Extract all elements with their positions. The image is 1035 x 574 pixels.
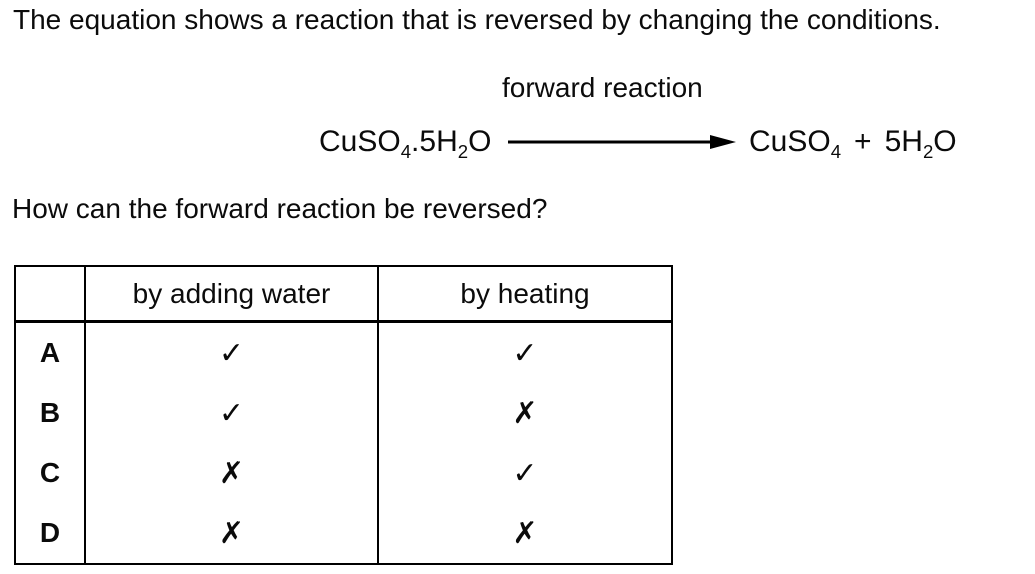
mark-cell: ✓ xyxy=(377,443,673,503)
question-intro-text: The equation shows a reaction that is re… xyxy=(13,4,941,35)
option-row-d: D ✗ ✗ xyxy=(14,503,673,564)
plus-sign: + xyxy=(854,125,872,158)
option-row-b: B ✓ ✗ xyxy=(14,383,673,443)
option-row-c: C ✗ ✓ xyxy=(14,443,673,503)
reactant-formula-part: .5H xyxy=(411,125,458,158)
reactant-formula-part: O xyxy=(468,125,492,158)
equation-products: CuSO4 +5H2O xyxy=(749,125,957,162)
mark-cell: ✓ xyxy=(84,321,379,383)
right-arrow-icon xyxy=(508,135,736,149)
option-label: B xyxy=(14,383,86,443)
mark-cell: ✗ xyxy=(377,383,673,443)
reactant-subscript: 4 xyxy=(400,141,412,162)
product-subscript: 4 xyxy=(830,141,842,162)
mark-cell: ✗ xyxy=(84,503,379,564)
table-header-row: by adding water by heating xyxy=(14,265,673,323)
product-formula-part: 5H xyxy=(884,125,923,158)
mark-cell: ✓ xyxy=(377,321,673,383)
equation-reactant: CuSO4.5H2O xyxy=(319,125,492,162)
question-prompt-text: How can the forward reaction be reversed… xyxy=(12,193,548,224)
product-formula-part: CuSO xyxy=(749,125,831,158)
column-header-adding-water: by adding water xyxy=(84,265,379,323)
reactant-subscript: 2 xyxy=(457,141,469,162)
answer-options-table: by adding water by heating A ✓ ✓ B ✓ ✗ C… xyxy=(14,265,673,565)
option-label: D xyxy=(14,503,86,564)
mark-cell: ✗ xyxy=(84,443,379,503)
corner-header-cell xyxy=(14,265,86,323)
product-formula-part: O xyxy=(933,125,957,158)
product-subscript: 2 xyxy=(922,141,934,162)
reactant-formula-part: CuSO xyxy=(319,125,401,158)
option-row-a: A ✓ ✓ xyxy=(14,321,673,383)
mark-cell: ✓ xyxy=(84,383,379,443)
column-header-heating: by heating xyxy=(377,265,673,323)
option-label: A xyxy=(14,321,86,383)
mark-cell: ✗ xyxy=(377,503,673,564)
forward-reaction-label: forward reaction xyxy=(502,72,703,103)
option-label: C xyxy=(14,443,86,503)
